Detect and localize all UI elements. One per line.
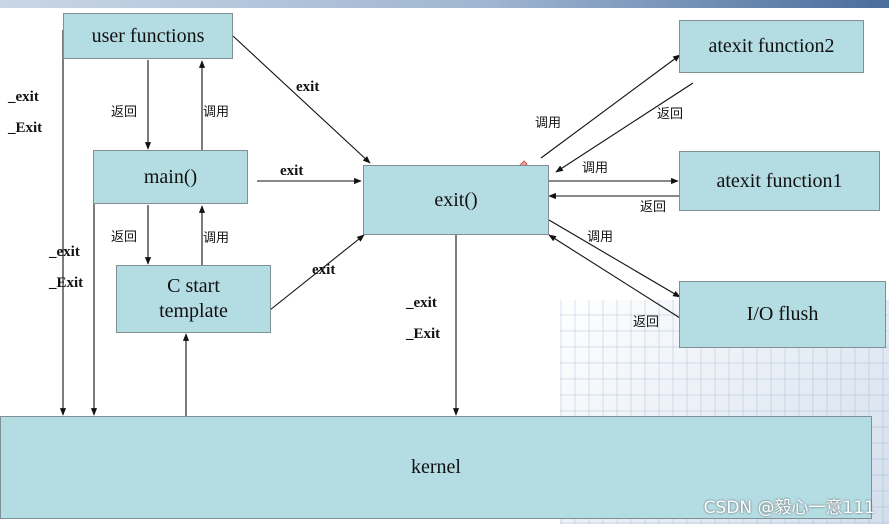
exit-box: exit()	[363, 165, 549, 235]
label-exit-from-user: exit	[296, 79, 320, 95]
csdn-watermark: CSDN @毅心一意111	[703, 498, 875, 518]
label-underscore-exit-exitbox: _exit	[406, 295, 437, 311]
label-return-ioflush: 返回	[633, 315, 660, 330]
label-underscore-Exit-exitbox: _Exit	[406, 326, 441, 342]
label-underscore-Exit-middle: _Exit	[49, 275, 84, 291]
label-call-atexit1: 调用	[582, 161, 609, 176]
top-decor-band	[0, 0, 889, 8]
label-return-atexit1: 返回	[640, 200, 667, 215]
label-exit-from-cstart: exit	[312, 262, 336, 278]
arrow-ioflush-to-exit-return	[548, 234, 681, 319]
atexit-function1-box: atexit function1	[679, 151, 880, 211]
label-call-atexit2: 调用	[535, 116, 562, 131]
label-exit-from-main: exit	[280, 163, 304, 179]
arrow-cstart-to-exit	[269, 234, 365, 311]
label-return-user-main: 返回	[111, 105, 138, 120]
user-functions-box: user functions	[63, 13, 233, 59]
io-flush-box: I/O flush	[679, 281, 886, 348]
label-underscore-exit-top: _exit	[8, 89, 39, 105]
atexit-function2-box: atexit function2	[679, 20, 864, 73]
arrow-user-to-exit	[232, 35, 371, 164]
label-call-user-main: 调用	[203, 105, 230, 120]
c-start-line2: template	[159, 300, 228, 322]
arrow-exit-to-ioflush-call	[548, 219, 681, 298]
label-return-atexit2: 返回	[657, 107, 684, 122]
label-call-main-cstart: 调用	[203, 231, 230, 246]
arrow-exit-to-atexit2-call	[540, 54, 681, 159]
label-return-main-cstart: 返回	[111, 230, 138, 245]
kernel-box: kernel	[0, 416, 872, 519]
label-call-ioflush: 调用	[587, 230, 614, 245]
label-underscore-Exit-top: _Exit	[8, 120, 43, 136]
main-box: main()	[93, 150, 248, 204]
label-underscore-exit-middle: _exit	[49, 244, 80, 260]
arrow-atexit2-to-exit-return	[555, 82, 694, 173]
c-start-template-box: C start template	[116, 265, 271, 333]
c-start-line1: C start	[167, 275, 220, 297]
